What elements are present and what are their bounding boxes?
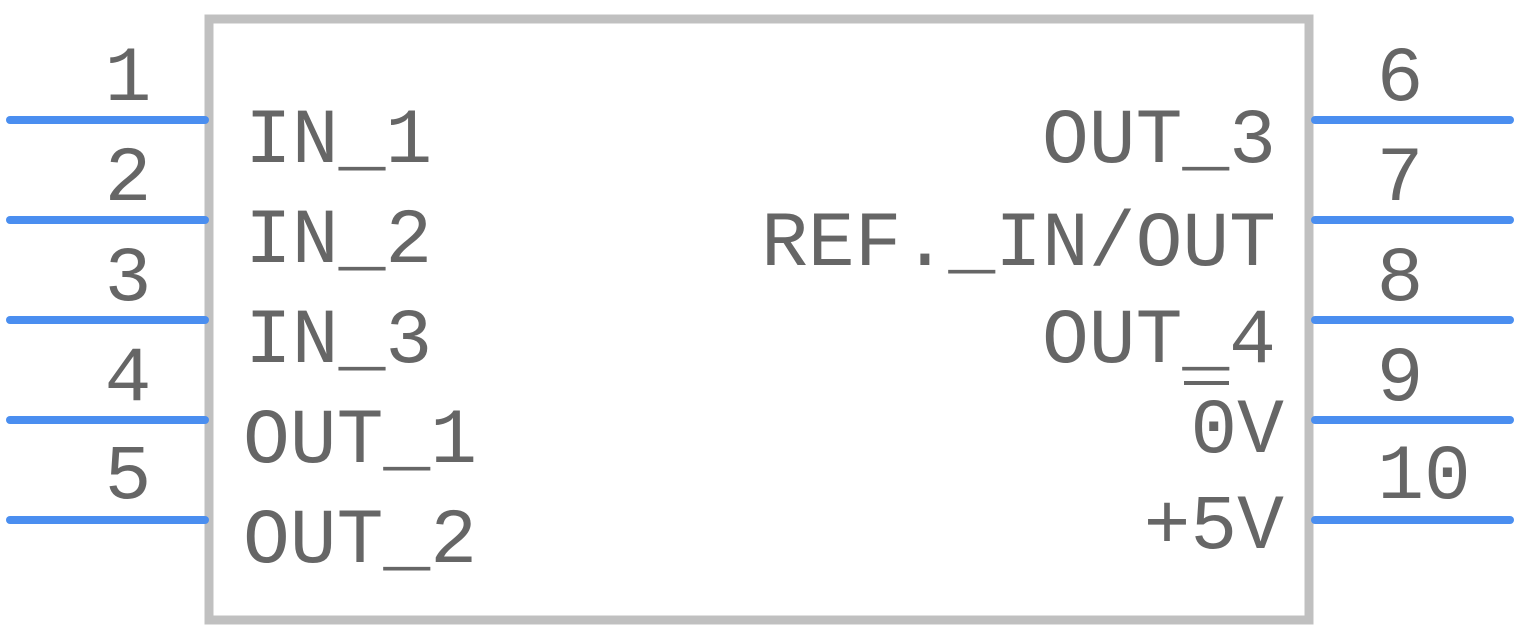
- pin-10: 10 +5V: [1144, 434, 1514, 572]
- pin-5: 5 OUT_2: [6, 434, 477, 586]
- pin-2: 2 IN_2: [6, 136, 432, 286]
- pin-5-number: 5: [105, 434, 152, 522]
- right-pins: 6 OUT_3 7 REF._IN/OUT 8 OUT_4 9 0V 10 +5…: [761, 36, 1514, 572]
- pin-9-number: 9: [1377, 336, 1424, 424]
- pin-2-number: 2: [105, 136, 152, 224]
- pin-3: 3 IN_3: [6, 236, 432, 386]
- pin-4: 4 OUT_1: [6, 336, 477, 486]
- pin-6-name: OUT_3: [1042, 98, 1276, 186]
- pin-8-number: 8: [1377, 236, 1424, 324]
- pin-9: 9 0V: [1184, 336, 1514, 476]
- pin-3-name: IN_3: [245, 298, 432, 386]
- pin-7: 7 REF._IN/OUT: [761, 136, 1514, 289]
- pin-8: 8 OUT_4: [1042, 236, 1514, 386]
- pin-1-number: 1: [105, 36, 152, 124]
- pin-7-name: REF._IN/OUT: [761, 201, 1276, 289]
- pin-6: 6 OUT_3: [1042, 36, 1514, 186]
- pin-4-number: 4: [105, 336, 152, 424]
- pin-10-name: +5V: [1144, 484, 1285, 572]
- pin-4-name: OUT_1: [243, 398, 477, 486]
- pin-3-number: 3: [105, 236, 152, 324]
- pin-10-number: 10: [1377, 434, 1471, 522]
- pin-1: 1 IN_1: [6, 36, 432, 186]
- component-body: [204, 14, 1314, 625]
- left-pins: 1 IN_1 2 IN_2 3 IN_3 4 OUT_1 5 OUT_2: [6, 36, 477, 586]
- pin-2-name: IN_2: [245, 198, 432, 286]
- pin-7-number: 7: [1377, 136, 1424, 224]
- pin-1-name: IN_1: [245, 98, 432, 186]
- pin-8-name: OUT_4: [1042, 298, 1276, 386]
- pin-6-number: 6: [1377, 36, 1424, 124]
- pin-9-name: 0V: [1190, 388, 1284, 476]
- pin-5-name: OUT_2: [243, 498, 477, 586]
